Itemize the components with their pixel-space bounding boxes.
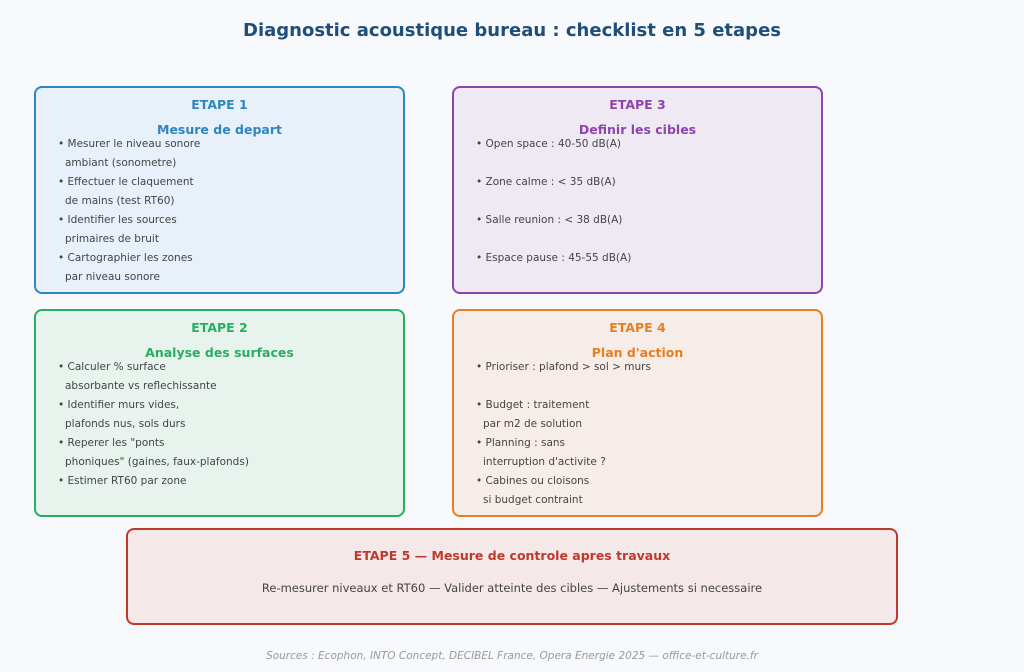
step-3-subtitle: Definir les cibles — [578, 122, 697, 137]
step-3-card: ETAPE 3 Definir les cibles • Open space … — [452, 86, 823, 294]
step-2-line: absorbante vs reflechissante — [65, 380, 217, 392]
step-3-items: • Open space : 40-50 dB(A) • Zone calme … — [476, 137, 811, 289]
step-1-line: de mains (test RT60) — [65, 195, 175, 207]
step-4-card: ETAPE 4 Plan d'action • Prioriser : plaf… — [452, 309, 823, 517]
step-2-items: • Calculer % surface absorbante vs refle… — [58, 360, 393, 493]
step-5-body: Re-mesurer niveaux et RT60 — Valider att… — [261, 581, 763, 595]
step-1-line: • Effectuer le claquement — [58, 176, 194, 188]
step-2-card: ETAPE 2 Analyse des surfaces • Calculer … — [34, 309, 405, 517]
step-1-line: • Cartographier les zones — [58, 252, 193, 264]
step-1-card: ETAPE 1 Mesure de depart • Mesurer le ni… — [34, 86, 405, 294]
step-4-subtitle: Plan d'action — [591, 345, 684, 360]
step-1-line: ambiant (sonometre) — [65, 157, 177, 169]
step-2-subtitle: Analyse des surfaces — [145, 345, 294, 360]
step-1-line: primaires de bruit — [65, 233, 159, 245]
step-1-subtitle: Mesure de depart — [157, 122, 282, 137]
step-1-line: • Identifier les sources — [58, 214, 177, 226]
step-4-line: par m2 de solution — [483, 418, 583, 430]
step-1-line: par niveau sonore — [65, 271, 160, 283]
page-title: Diagnostic acoustique bureau : checklist… — [243, 20, 781, 41]
step-3-line: • Salle reunion : < 38 dB(A) — [476, 214, 623, 226]
step-4-line: • Planning : sans — [476, 437, 566, 449]
step-2-label: ETAPE 2 — [191, 320, 248, 335]
step-4-line: • Prioriser : plafond > sol > murs — [476, 361, 651, 373]
step-1-line: • Mesurer le niveau sonore — [58, 138, 201, 150]
step-3-line: • Espace pause : 45-55 dB(A) — [476, 252, 632, 264]
step-5-card: ETAPE 5 — Mesure de controle apres trava… — [126, 528, 898, 625]
step-1-label: ETAPE 1 — [191, 97, 248, 112]
step-2-line: • Reperer les "ponts — [58, 437, 165, 449]
step-4-items: • Prioriser : plafond > sol > murs • Bud… — [476, 360, 811, 512]
step-2-line: • Estimer RT60 par zone — [58, 475, 187, 487]
step-1-items: • Mesurer le niveau sonore ambiant (sono… — [58, 137, 393, 289]
step-4-line: • Budget : traitement — [476, 399, 590, 411]
step-2-line: phoniques" (gaines, faux-plafonds) — [65, 456, 249, 468]
step-3-line: • Open space : 40-50 dB(A) — [476, 138, 622, 150]
step-3-line: • Zone calme : < 35 dB(A) — [476, 176, 616, 188]
step-4-line: si budget contraint — [483, 494, 583, 506]
sources-footnote: Sources : Ecophon, INTO Concept, DECIBEL… — [266, 650, 758, 662]
step-4-label: ETAPE 4 — [609, 320, 666, 335]
step-2-line: plafonds nus, sols durs — [65, 418, 186, 430]
step-4-line: interruption d'activite ? — [483, 456, 606, 468]
step-4-line: • Cabines ou cloisons — [476, 475, 590, 487]
step-5-heading: ETAPE 5 — Mesure de controle apres trava… — [353, 548, 671, 563]
step-2-line: • Identifier murs vides, — [58, 399, 180, 411]
step-3-label: ETAPE 3 — [609, 97, 666, 112]
step-2-line: • Calculer % surface — [58, 361, 166, 373]
